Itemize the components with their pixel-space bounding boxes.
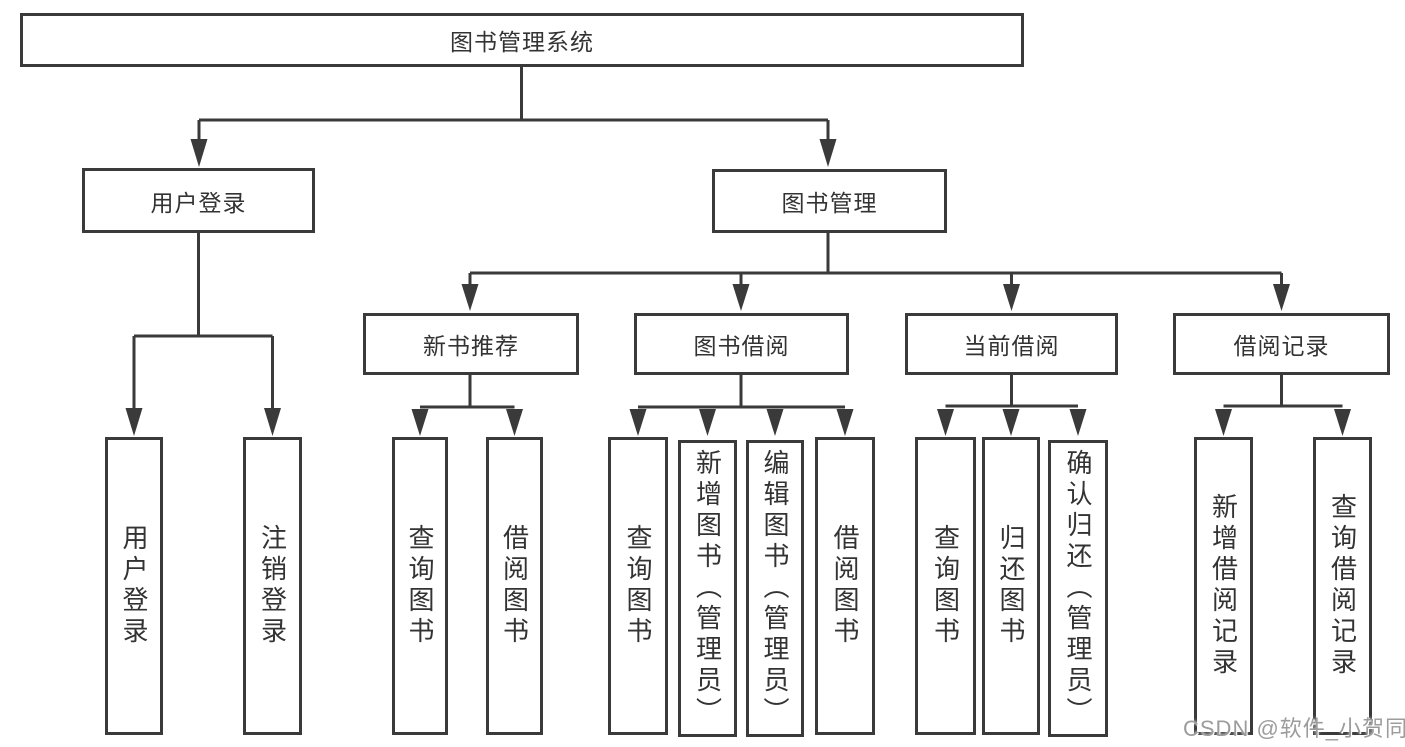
- leaf-logout: 注销登录: [243, 437, 302, 735]
- node-borrow-records: 借阅记录: [1173, 313, 1390, 375]
- leaf-query-books-current: 查询图书: [915, 437, 976, 735]
- leaf-logout-label: 注销登录: [257, 524, 288, 648]
- leaf-query-books-newbook: 查询图书: [392, 437, 448, 735]
- node-book-management-label: 图书管理: [781, 190, 878, 216]
- leaf-query-borrow-record: 查询借阅记录: [1313, 437, 1372, 735]
- leaf-add-book-admin: 新增图书（管理员）: [678, 440, 737, 737]
- node-borrow-records-label: 借阅记录: [1233, 333, 1330, 359]
- leaf-add-borrow-record: 新增借阅记录: [1194, 437, 1253, 735]
- leaf-add-book-admin-label: 新增图书（管理员）: [692, 449, 723, 728]
- leaf-user-login: 用户登录: [105, 437, 163, 735]
- node-book-management: 图书管理: [712, 169, 947, 233]
- leaf-return-books-label: 归还图书: [996, 524, 1026, 648]
- node-current-borrowing: 当前借阅: [905, 313, 1118, 375]
- leaf-confirm-return-admin-label: 确认归还（管理员）: [1063, 449, 1093, 728]
- leaf-borrow-books-borrowing-label: 借阅图书: [830, 524, 860, 648]
- node-user-login-label: 用户登录: [150, 189, 247, 216]
- node-user-login: 用户登录: [82, 168, 315, 233]
- leaf-query-books-current-label: 查询图书: [930, 524, 961, 648]
- leaf-borrow-books-newbook: 借阅图书: [486, 437, 543, 735]
- leaf-query-borrow-record-label: 查询借阅记录: [1327, 493, 1358, 679]
- leaf-add-borrow-record-label: 新增借阅记录: [1208, 493, 1239, 679]
- leaf-edit-book-admin: 编辑图书（管理员）: [746, 440, 804, 737]
- node-current-borrowing-label: 当前借阅: [963, 333, 1060, 359]
- leaf-confirm-return-admin: 确认归还（管理员）: [1048, 440, 1108, 737]
- node-new-book-recommend: 新书推荐: [363, 313, 579, 375]
- node-root-library-system: 图书管理系统: [20, 13, 1024, 67]
- leaf-borrow-books-newbook-label: 借阅图书: [499, 524, 530, 648]
- arrowheads: [125, 139, 1351, 436]
- leaf-borrow-books-borrowing: 借阅图书: [815, 437, 875, 735]
- node-new-book-recommend-label: 新书推荐: [423, 333, 519, 359]
- leaf-user-login-label: 用户登录: [119, 524, 149, 648]
- node-root-label: 图书管理系统: [450, 29, 594, 55]
- node-book-borrowing-label: 图书借阅: [693, 333, 790, 359]
- leaf-query-books-borrowing: 查询图书: [608, 437, 668, 735]
- node-book-borrowing: 图书借阅: [634, 313, 849, 375]
- leaf-query-books-borrowing-label: 查询图书: [623, 524, 653, 648]
- leaf-edit-book-admin-label: 编辑图书（管理员）: [760, 449, 790, 728]
- leaf-query-books-newbook-label: 查询图书: [405, 524, 435, 648]
- watermark: CSDN @软件_小贺同学: [1183, 716, 1405, 741]
- leaf-return-books: 归还图书: [982, 437, 1040, 735]
